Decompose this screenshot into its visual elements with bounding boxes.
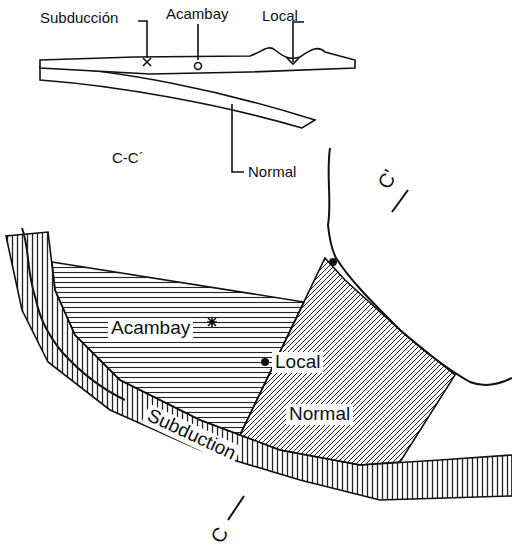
normal-zone: LocalNormal [240,258,455,465]
text-label: Local [262,8,298,25]
leader-lines [138,21,304,172]
subduction-band: Subduction [6,232,512,500]
zone-label: Local [272,352,323,373]
zone-shape [6,232,512,500]
text-label: C-C´ [112,150,144,167]
zone-outline [6,232,512,500]
zone-shape [240,258,455,465]
text-label: Acambay [166,6,229,23]
text-label: C' [373,166,401,193]
zone-label: Acambay [108,318,193,339]
text-label: Subducción [40,10,118,27]
zone-label: Normal [286,404,353,425]
local-point [261,358,269,366]
text-label: C [206,523,232,547]
text-label: Normal [248,164,296,181]
epicenter-star [207,317,217,327]
